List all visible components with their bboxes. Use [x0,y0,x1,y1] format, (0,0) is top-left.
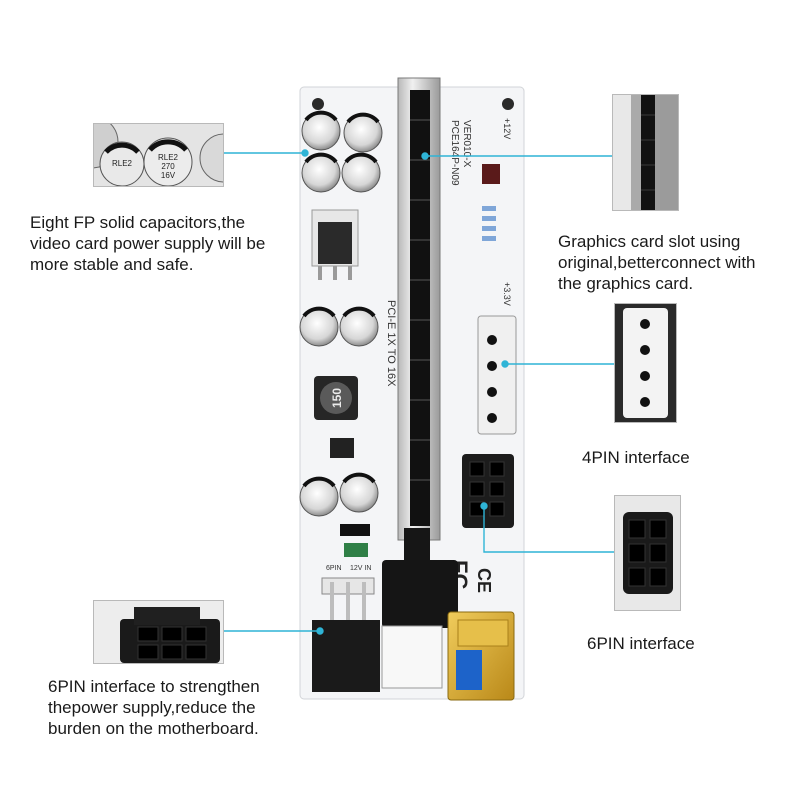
header-label-6pin: 6PIN [326,565,342,572]
caption-capacitors-line-3: more stable and safe. [30,255,194,274]
fuse [344,543,368,557]
capacitor-group-top [301,110,383,193]
mounting-hole [502,98,514,110]
caption-4pin-line-1: 4PIN interface [582,448,690,467]
header-label-12v: 12V IN [350,565,371,572]
caption-slot-line-2: original,betterconnect with [558,253,756,272]
caption-6pin-power-line-3: burden on the motherboard. [48,719,259,738]
inset-slot [612,94,679,211]
capacitor-group-middle [299,306,379,347]
inset-cap-label-3: 270 [161,162,175,171]
inductor-value: 150 [330,388,344,408]
caption-6pin-power: 6PIN interface to strengthen thepower su… [48,676,260,739]
mounting-hole [312,98,324,110]
inset-cap-label-1: RLE2 [112,159,133,168]
ce-mark: CE [474,568,494,593]
capacitor-group-bottom [299,472,379,517]
voltage-33v-label: +3.3V [502,282,512,306]
caption-slot: Graphics card slot using original,better… [558,231,756,294]
caption-6pin-power-line-1: 6PIN interface to strengthen [48,677,260,696]
caption-6pin-power-line-2: thepower supply,reduce the [48,698,256,717]
model-line-1: PCE164P-N09 [449,120,460,186]
caption-capacitors-line-2: video card power supply will be [30,234,266,253]
cable-housing [382,560,458,628]
caption-4pin: 4PIN interface [582,447,690,468]
inset-6pin-power [93,600,224,664]
inset-capacitors: RLE2 RLE2 270 16V [93,123,224,187]
caption-6pin: 6PIN interface [587,633,695,654]
diode [340,524,370,536]
caption-slot-line-3: the graphics card. [558,274,694,293]
voltage-12v-label: +12V [502,118,512,139]
fan-pin-header [321,577,375,626]
inset-6pin [614,495,681,611]
ic-chip [330,438,354,458]
led-row [482,206,496,241]
inset-4pin [614,303,677,423]
caption-6pin-line-1: 6PIN interface [587,634,695,653]
model-line-2: VER010-X [461,120,472,168]
caption-capacitors-line-1: Eight FP solid capacitors,the [30,213,246,232]
inset-cap-label-4: 16V [161,171,176,180]
led-chip [482,164,500,184]
molex-4pin-connector [477,315,517,435]
caption-capacitors: Eight FP solid capacitors,the video card… [30,212,265,275]
inset-cap-label-2: RLE2 [158,153,179,162]
slot-label: PCI-E 1X TO 16X [385,300,397,387]
caption-slot-line-1: Graphics card slot using [558,232,741,251]
